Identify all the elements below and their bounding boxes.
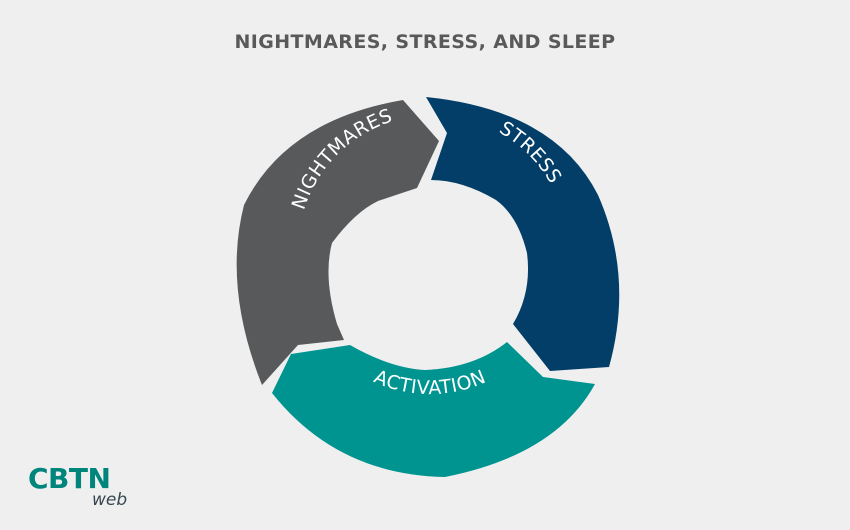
segment-stress	[426, 97, 620, 371]
logo-main-text: CBTN	[28, 462, 111, 495]
diagram-title: NIGHTMARES, STRESS, AND SLEEP	[234, 31, 616, 53]
cbtn-web-logo: CBTN web	[28, 462, 138, 522]
segment-activation	[272, 342, 595, 477]
logo-sub-text: web	[92, 490, 128, 510]
segment-nightmares	[236, 100, 439, 385]
